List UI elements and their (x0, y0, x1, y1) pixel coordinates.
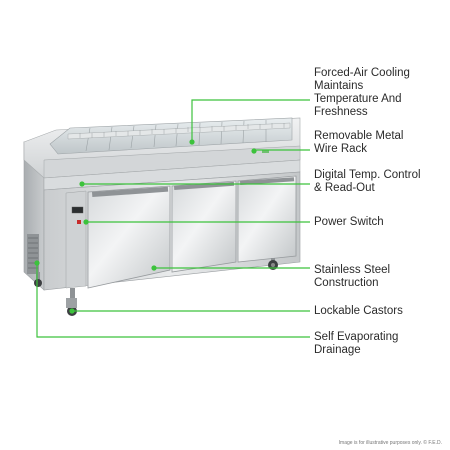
feature-label-removable-wire-rack: Removable Metal Wire Rack (314, 130, 404, 155)
feature-label-self-evaporating-drainage: Self Evaporating Drainage (314, 331, 399, 356)
feature-label-forced-air-cooling: Forced-Air Cooling Maintains Temperature… (314, 67, 410, 118)
door-middle (171, 180, 237, 273)
disclaimer-caption: Image is for illustrative purposes only.… (338, 440, 442, 446)
callout-lines (36, 99, 310, 338)
wire-rack (67, 122, 291, 140)
door-left (87, 185, 171, 289)
power-switch (77, 220, 81, 224)
control-panel (65, 190, 87, 289)
door-handle-right (240, 177, 295, 185)
brand-mark (262, 150, 269, 153)
feature-label-digital-temp-control: Digital Temp. Control & Read-Out (314, 169, 421, 194)
food-pans (85, 120, 267, 152)
callout-dots (34, 139, 257, 314)
door-handle-left (92, 186, 169, 197)
door-right (237, 175, 297, 263)
castors (34, 258, 278, 316)
callout-drainage (36, 263, 310, 338)
feature-label-power-switch: Power Switch (314, 216, 384, 228)
feature-label-lockable-castors: Lockable Castors (314, 305, 403, 317)
feature-label-stainless-steel: Stainless Steel Construction (314, 264, 391, 289)
callout-forced-air (191, 99, 310, 142)
digital-display (71, 206, 84, 214)
